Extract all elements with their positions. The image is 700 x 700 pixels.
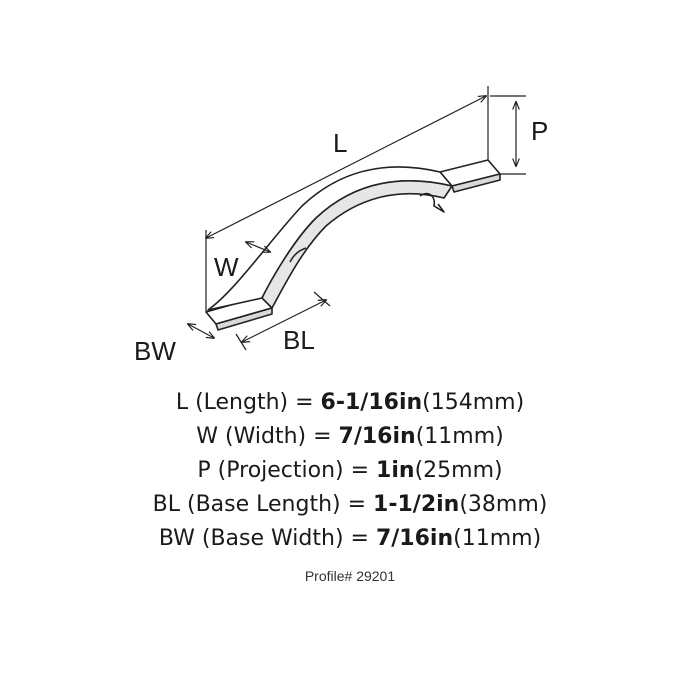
handle-shape [205, 159, 501, 331]
profile-number: Profile# 29201 [304, 568, 396, 584]
spec-base-width: BW (Base Width) = 7/16in(11mm) [158, 526, 542, 551]
label-projection: P [531, 116, 549, 146]
label-base-width: BW [134, 336, 176, 366]
label-width: W [214, 252, 239, 282]
label-length: L [333, 128, 348, 158]
length-dimension-line [206, 96, 486, 238]
width-dimension-line [246, 242, 270, 252]
cabinet-pull-drawing [0, 86, 526, 351]
spec-base-length: BL (Base Length) = 1-1/2in(38mm) [152, 492, 548, 517]
spec-list: L (Length) = 6-1/16in(154mm) W (Width) =… [0, 386, 700, 556]
spec-projection: P (Projection) = 1in(25mm) [197, 458, 503, 483]
label-base-length: BL [283, 325, 315, 355]
dimension-lines [188, 86, 526, 351]
base-length-dimension-line [242, 300, 326, 342]
base-width-dimension-line [188, 324, 214, 338]
spec-length: L (Length) = 6-1/16in(154mm) [175, 390, 525, 415]
spec-width: W (Width) = 7/16in(11mm) [196, 424, 504, 449]
